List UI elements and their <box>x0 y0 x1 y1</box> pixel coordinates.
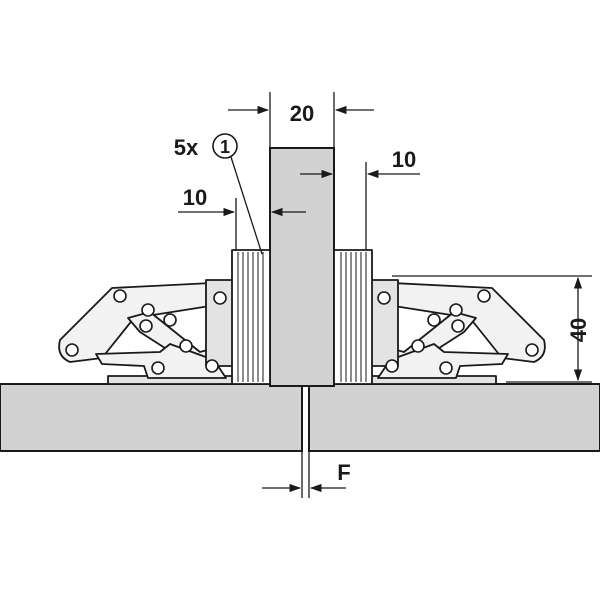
dimension-height <box>392 275 592 383</box>
label-gap: F <box>337 460 350 485</box>
right-hinge <box>333 249 546 385</box>
left-hinge <box>58 249 271 385</box>
label-offset-right: 10 <box>392 147 416 172</box>
left-hinge-lower-arm <box>95 343 227 379</box>
label-width-top: 20 <box>290 101 314 126</box>
dimension-gap <box>262 451 346 498</box>
part-callout: 5x 1 <box>174 133 263 255</box>
callout-circle <box>212 133 238 159</box>
callout-number: 1 <box>220 137 230 157</box>
dimension-width-top <box>228 92 374 148</box>
label-offset-left: 10 <box>183 185 207 210</box>
dimension-offset-right <box>300 162 420 250</box>
center-panel <box>269 147 335 387</box>
dimension-offset-left <box>178 198 306 250</box>
right-hinge-lower-arm <box>377 343 509 379</box>
right-hinge-pivots <box>377 289 539 375</box>
right-panel <box>308 383 600 452</box>
right-hinge-cylinder-ribs <box>340 252 367 382</box>
left-panel <box>0 383 303 452</box>
left-hinge-pivots <box>65 289 227 375</box>
left-hinge-cylinder-ribs <box>237 252 264 382</box>
label-quantity: 5x <box>174 135 199 160</box>
callout-leader <box>230 156 263 255</box>
label-height: 40 <box>566 318 591 342</box>
